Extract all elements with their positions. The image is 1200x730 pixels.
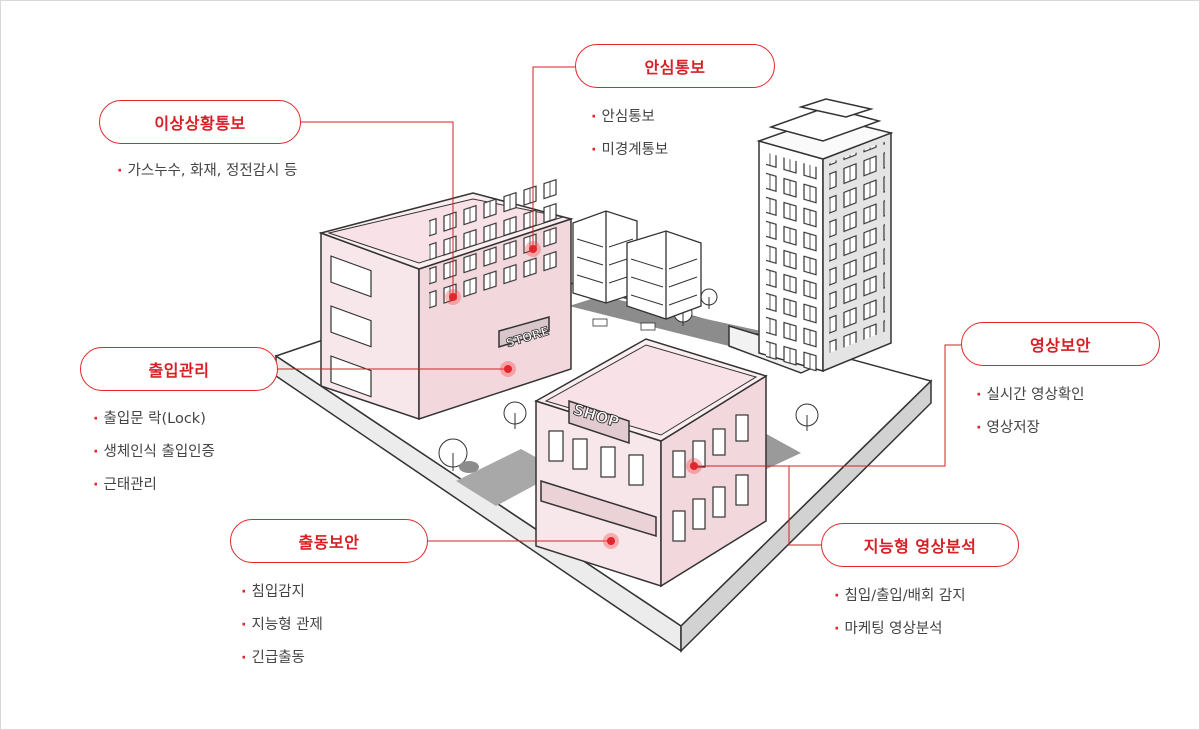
callout-access-list: 출입문 락(Lock) 생체인식 출입인증 근태관리 xyxy=(93,403,215,502)
callout-video-list: 실시간 영상확인 영상저장 xyxy=(976,379,1085,445)
callout-access-label: 출입관리 xyxy=(80,347,278,391)
callout-emergency-label: 이상상황통보 xyxy=(99,100,301,144)
callout-safety-list: 안심통보 미경계통보 xyxy=(591,101,669,167)
hotspot-dots xyxy=(445,241,702,549)
callout-analytics-list: 침입/출입/배회 감지 마케팅 영상분석 xyxy=(834,580,966,646)
list-item: 침입감지 xyxy=(241,576,323,609)
list-item: 생체인식 출입인증 xyxy=(93,436,215,469)
trees xyxy=(438,288,819,473)
office-tower xyxy=(728,98,894,374)
callout-analytics-label: 지능형 영상분석 xyxy=(821,523,1019,567)
list-item: 미경계통보 xyxy=(591,134,669,167)
callout-video-label: 영상보안 xyxy=(961,322,1160,366)
callout-dispatch-list: 침입감지 지능형 관제 긴급출동 xyxy=(241,576,323,675)
background-buildings xyxy=(572,210,702,320)
list-item: 안심통보 xyxy=(591,101,668,134)
list-item: 마케팅 영상분석 xyxy=(834,613,966,646)
list-item: 출입문 락(Lock) xyxy=(93,403,215,436)
list-item: 근태관리 xyxy=(93,469,215,502)
callout-emergency-list: 가스누수, 화재, 정전감시 등 xyxy=(117,155,298,188)
connector-lines xyxy=(278,66,961,546)
list-item: 가스누수, 화재, 정전감시 등 xyxy=(117,155,298,188)
list-item: 실시간 영상확인 xyxy=(976,379,1085,412)
list-item: 영상저장 xyxy=(976,412,1085,445)
list-item: 지능형 관제 xyxy=(241,609,323,642)
list-item: 침입/출입/배회 감지 xyxy=(834,580,966,613)
shop-building: SHOP xyxy=(534,338,768,588)
callout-dispatch-label: 출동보안 xyxy=(230,519,428,563)
callout-safety-label: 안심통보 xyxy=(575,44,775,88)
list-item: 긴급출동 xyxy=(241,642,323,675)
